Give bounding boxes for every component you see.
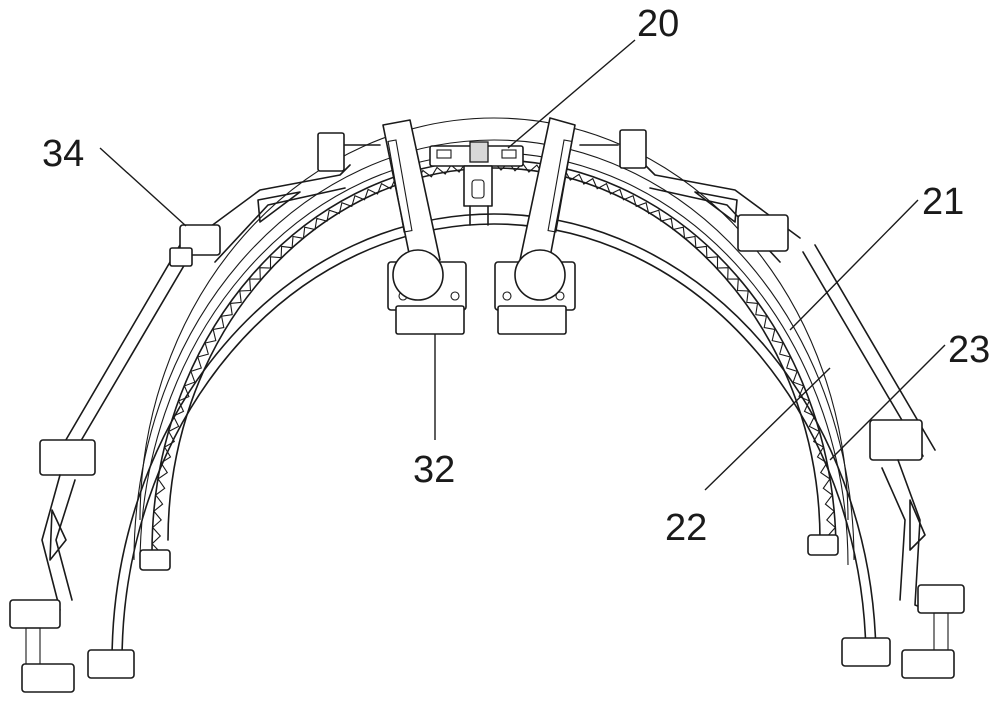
right-clamp-arm [494,117,576,335]
left-clamp-arm [382,119,467,335]
label-23: 23 [948,329,990,371]
left-support-frame [9,132,381,693]
rack-end-right [807,534,839,556]
label-32: 32 [413,449,455,491]
label-20: 20 [637,3,679,45]
label-22: 22 [665,507,707,549]
top-center-mount [429,141,524,226]
label-21: 21 [922,181,964,223]
right-support-frame [579,129,965,679]
label-34: 34 [42,133,84,175]
leader-lines [99,39,946,491]
rack-end-left [139,549,171,571]
inner-slide-arc [139,117,849,521]
outer-guide-ring [111,139,877,663]
